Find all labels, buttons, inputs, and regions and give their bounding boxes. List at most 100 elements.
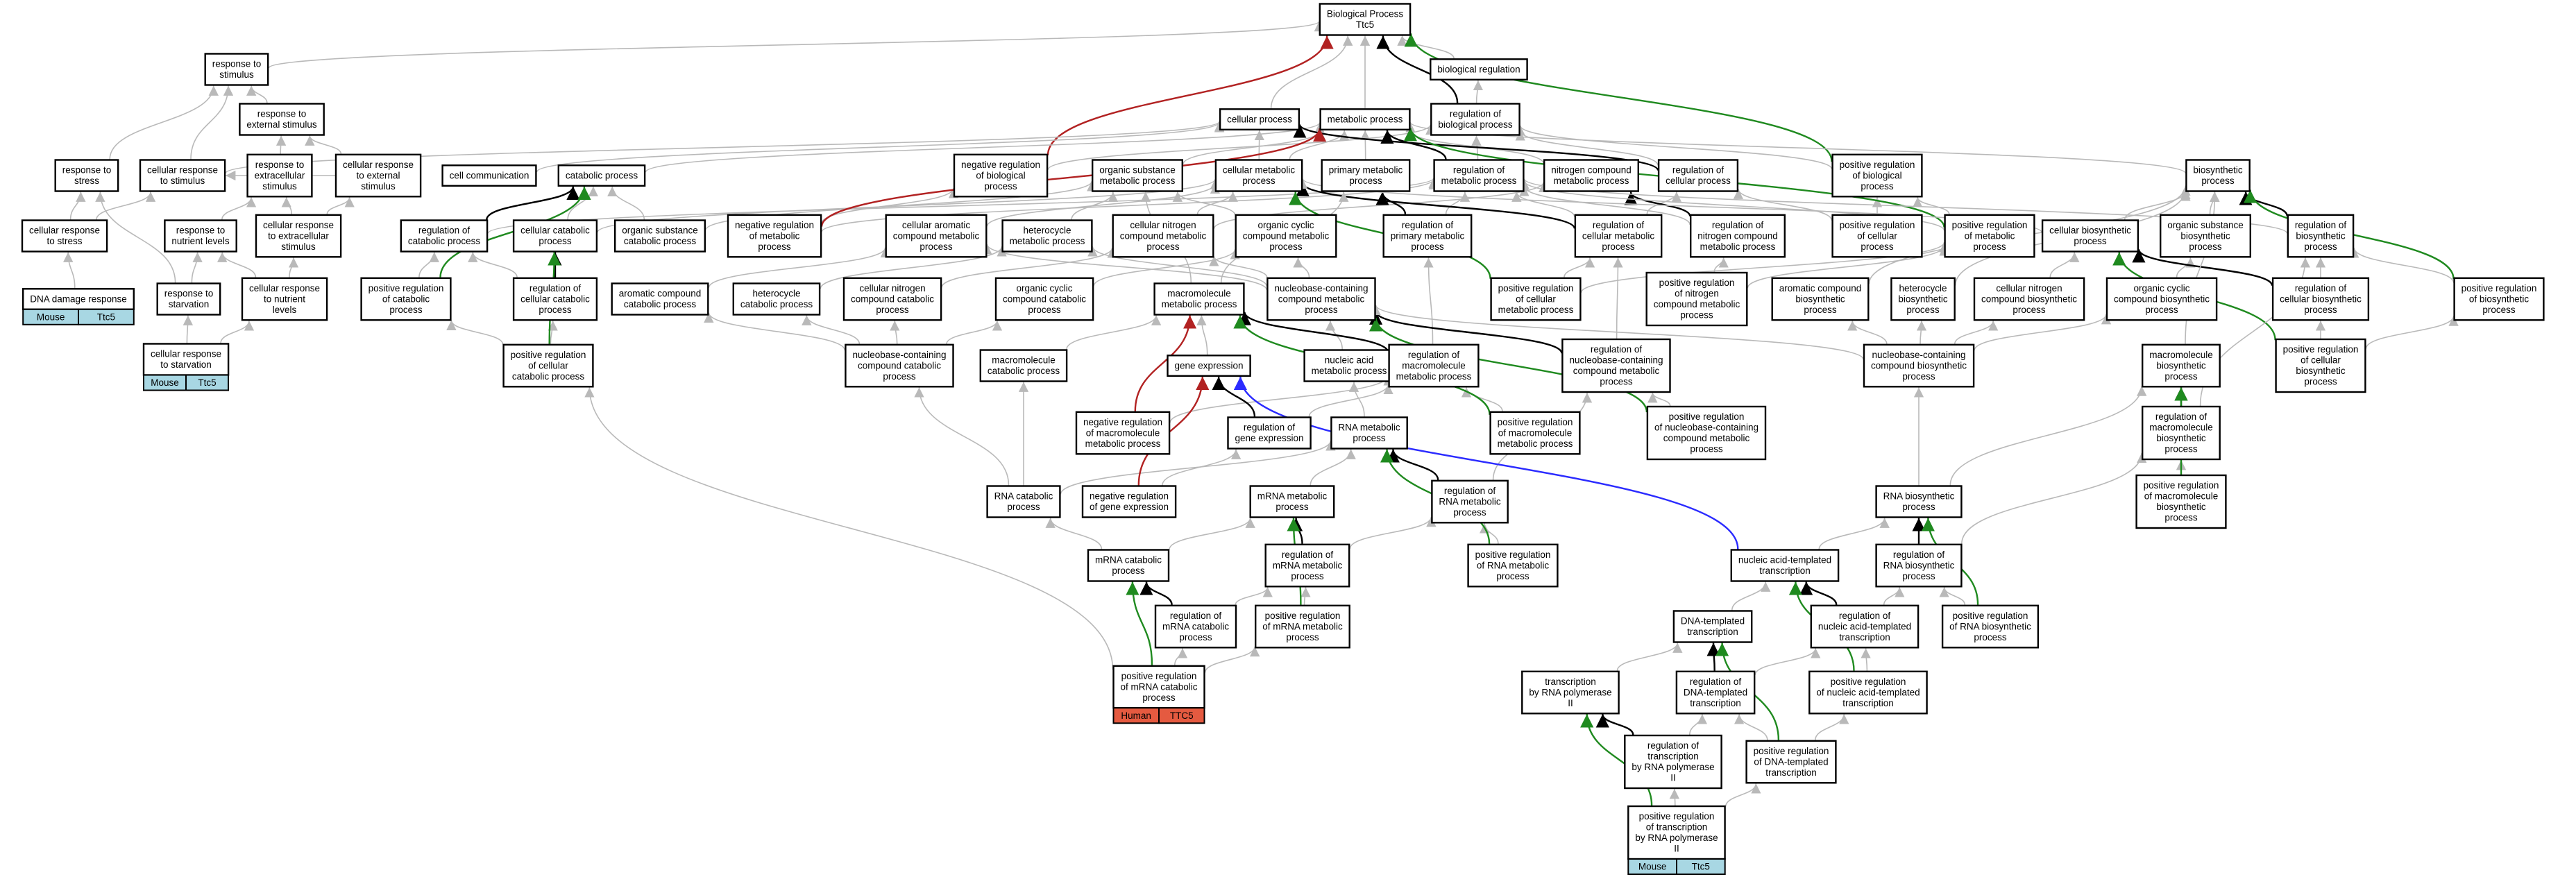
go-term-node-bioreg[interactable]: biological regulation: [1430, 58, 1528, 81]
go-term-node-reg-nuc-met[interactable]: regulation ofnucleobase-containingcompou…: [1561, 338, 1671, 393]
go-term-node-cellproc[interactable]: cellular process: [1219, 108, 1300, 131]
go-term-node-catproc[interactable]: catabolic process: [557, 164, 646, 187]
go-term-node-cellcomm[interactable]: cell communication: [441, 164, 537, 187]
go-term-node-metproc[interactable]: metabolic process: [1319, 108, 1411, 131]
go-term-node-gene-expr[interactable]: gene expression: [1167, 355, 1251, 377]
go-term-node-reg-macro-biosyn[interactable]: regulation ofmacromoleculebiosyntheticpr…: [2141, 405, 2221, 461]
